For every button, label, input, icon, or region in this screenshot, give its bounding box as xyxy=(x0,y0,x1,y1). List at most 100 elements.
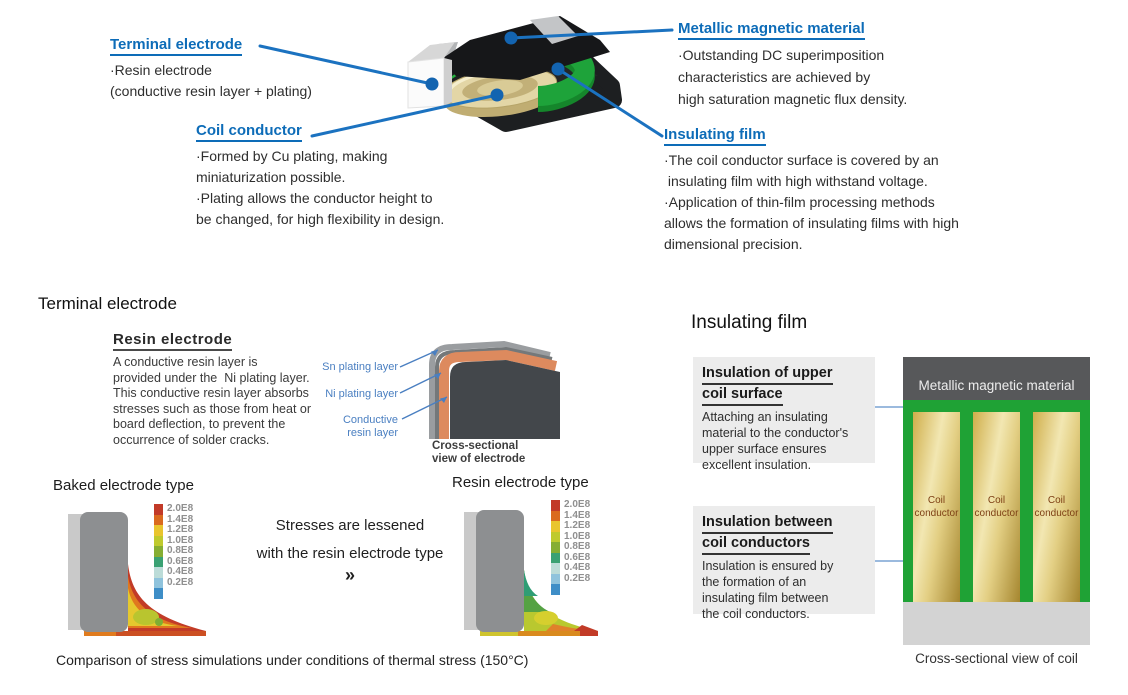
electrode-caption-line: view of electrode xyxy=(432,453,526,465)
insulating-film-title: Insulating film xyxy=(664,126,766,146)
info-box-body-line: upper surface ensures xyxy=(702,442,827,456)
electrode-caption: Cross-sectional view of electrode xyxy=(432,440,525,466)
metallic-magnetic-callout: Metallic magnetic material ·Outstanding … xyxy=(678,20,907,110)
callout-text-line: ·Plating allows the conductor height to xyxy=(196,190,433,206)
info-box-between-conductors: Insulation between coil conductors Insul… xyxy=(693,506,875,621)
stress-fillet-high xyxy=(574,625,598,631)
baked-stress-figure xyxy=(68,512,206,636)
stress-baseline xyxy=(84,631,116,636)
stress-fillet-green xyxy=(524,570,550,612)
layer-label-resin-line: Conductive xyxy=(342,414,398,426)
terminal-electrode-block xyxy=(407,42,455,109)
electrode-cross-section-figure xyxy=(399,340,560,439)
layer-label-ni: Ni plating layer xyxy=(325,388,398,400)
scale-segment xyxy=(154,556,163,567)
callout-dots xyxy=(425,31,565,102)
double-chevron-icon: » xyxy=(344,565,355,585)
stress-note-line: with the resin electrode type xyxy=(256,545,444,562)
stress-spot xyxy=(534,611,558,625)
electrode-body-shape xyxy=(476,510,524,632)
scale-segment xyxy=(154,546,163,557)
baked-type-label: Baked electrode type xyxy=(53,477,194,494)
scale-label: 0.6E8 xyxy=(167,555,194,567)
layer-pointer-lines xyxy=(399,349,448,420)
info-box-body-line: the coil conductors. xyxy=(702,607,810,621)
layer-pointer-arrowheads xyxy=(431,350,447,403)
terminal-section-heading: Terminal electrode xyxy=(38,294,177,313)
coil-caption: Cross-sectional view of coil xyxy=(915,651,1078,666)
resin-body-line: board deflection, to prevent the xyxy=(113,417,286,431)
callout-text-line: insulating film with high withstand volt… xyxy=(664,173,928,189)
callout-text-line: ·Resin electrode xyxy=(110,62,212,78)
callout-text-line: characteristics are achieved by xyxy=(678,69,871,85)
callout-text-line: (conductive resin layer + plating) xyxy=(110,83,312,99)
scale-label: 0.8E8 xyxy=(564,541,591,552)
insulating-callout-dot xyxy=(551,62,565,76)
insulating-callout-line xyxy=(556,67,664,138)
callout-text-line: high saturation magnetic flux density. xyxy=(678,91,908,107)
terminal-electrode-callout: Terminal electrode ·Resin electrode (con… xyxy=(110,36,312,102)
coil-bottom-substrate xyxy=(903,602,1090,645)
layer-label-resin: Conductive resin layer xyxy=(310,414,398,439)
stress-baseline xyxy=(84,631,206,636)
scale-segment xyxy=(154,525,163,536)
scale-label: 1.0E8 xyxy=(167,534,194,546)
scale-label: 0.4E8 xyxy=(167,566,194,577)
scale-segment xyxy=(551,552,560,563)
callout-text-line: miniaturization possible. xyxy=(196,169,346,185)
info-box-title-line: Insulation between xyxy=(702,513,833,534)
metallic-callout-dot xyxy=(504,31,518,45)
scale-segment xyxy=(551,521,560,532)
info-box-title-line: coil surface xyxy=(702,385,783,406)
metallic-magnetic-title: Metallic magnetic material xyxy=(678,20,865,40)
stress-caption: Comparison of stress simulations under c… xyxy=(56,652,529,668)
stress-note: Stresses are lessened with the resin ele… xyxy=(240,512,460,568)
scale-label: 1.4E8 xyxy=(564,509,591,521)
resin-body-line: This conductive resin layer absorbs xyxy=(113,386,309,400)
stress-fillet-teal xyxy=(524,570,538,596)
chip-core-shape xyxy=(450,360,560,439)
coil-header: Metallic magnetic material xyxy=(903,357,1090,400)
info-box-body-line: insulating film between xyxy=(702,591,829,605)
stress-scale-bar xyxy=(154,504,163,599)
coil-callout-line xyxy=(310,93,499,138)
scale-segment xyxy=(551,573,560,584)
callout-text-line: dimensional precision. xyxy=(664,236,803,252)
scale-label: 0.2E8 xyxy=(167,576,194,588)
scale-segment xyxy=(154,588,163,599)
stress-scale-bar xyxy=(551,500,560,595)
stress-spot xyxy=(155,618,163,626)
callout-text-line: ·Application of thin-film processing met… xyxy=(664,194,935,210)
electrode-body-shape xyxy=(80,512,128,632)
stress-baseline xyxy=(480,631,598,636)
scale-segment xyxy=(154,504,163,515)
sn-plating-layer-shape xyxy=(429,340,551,439)
layer-label-sn: Sn plating layer xyxy=(322,361,398,373)
scale-label: 1.2E8 xyxy=(167,524,194,535)
scale-label: 1.4E8 xyxy=(167,513,194,525)
stress-note-line: Stresses are lessened xyxy=(275,517,425,534)
coil-callout-dot xyxy=(490,88,504,102)
scale-segment xyxy=(551,531,560,542)
callout-text-line: be changed, for high flexibility in desi… xyxy=(196,211,445,227)
insulating-film-callout: Insulating film ·The coil conductor surf… xyxy=(664,126,959,255)
conductive-resin-layer-shape xyxy=(439,349,558,439)
resin-electrode-block: Resin electrode A conductive resin layer… xyxy=(113,331,311,448)
callout-text-line: ·Formed by Cu plating, making xyxy=(196,148,388,164)
scale-label: 2.0E8 xyxy=(167,503,194,514)
stress-baseline xyxy=(580,631,598,636)
resin-body-line: occurrence of solder cracks. xyxy=(113,432,270,447)
scale-segment xyxy=(154,535,163,546)
scale-segment xyxy=(551,584,560,595)
